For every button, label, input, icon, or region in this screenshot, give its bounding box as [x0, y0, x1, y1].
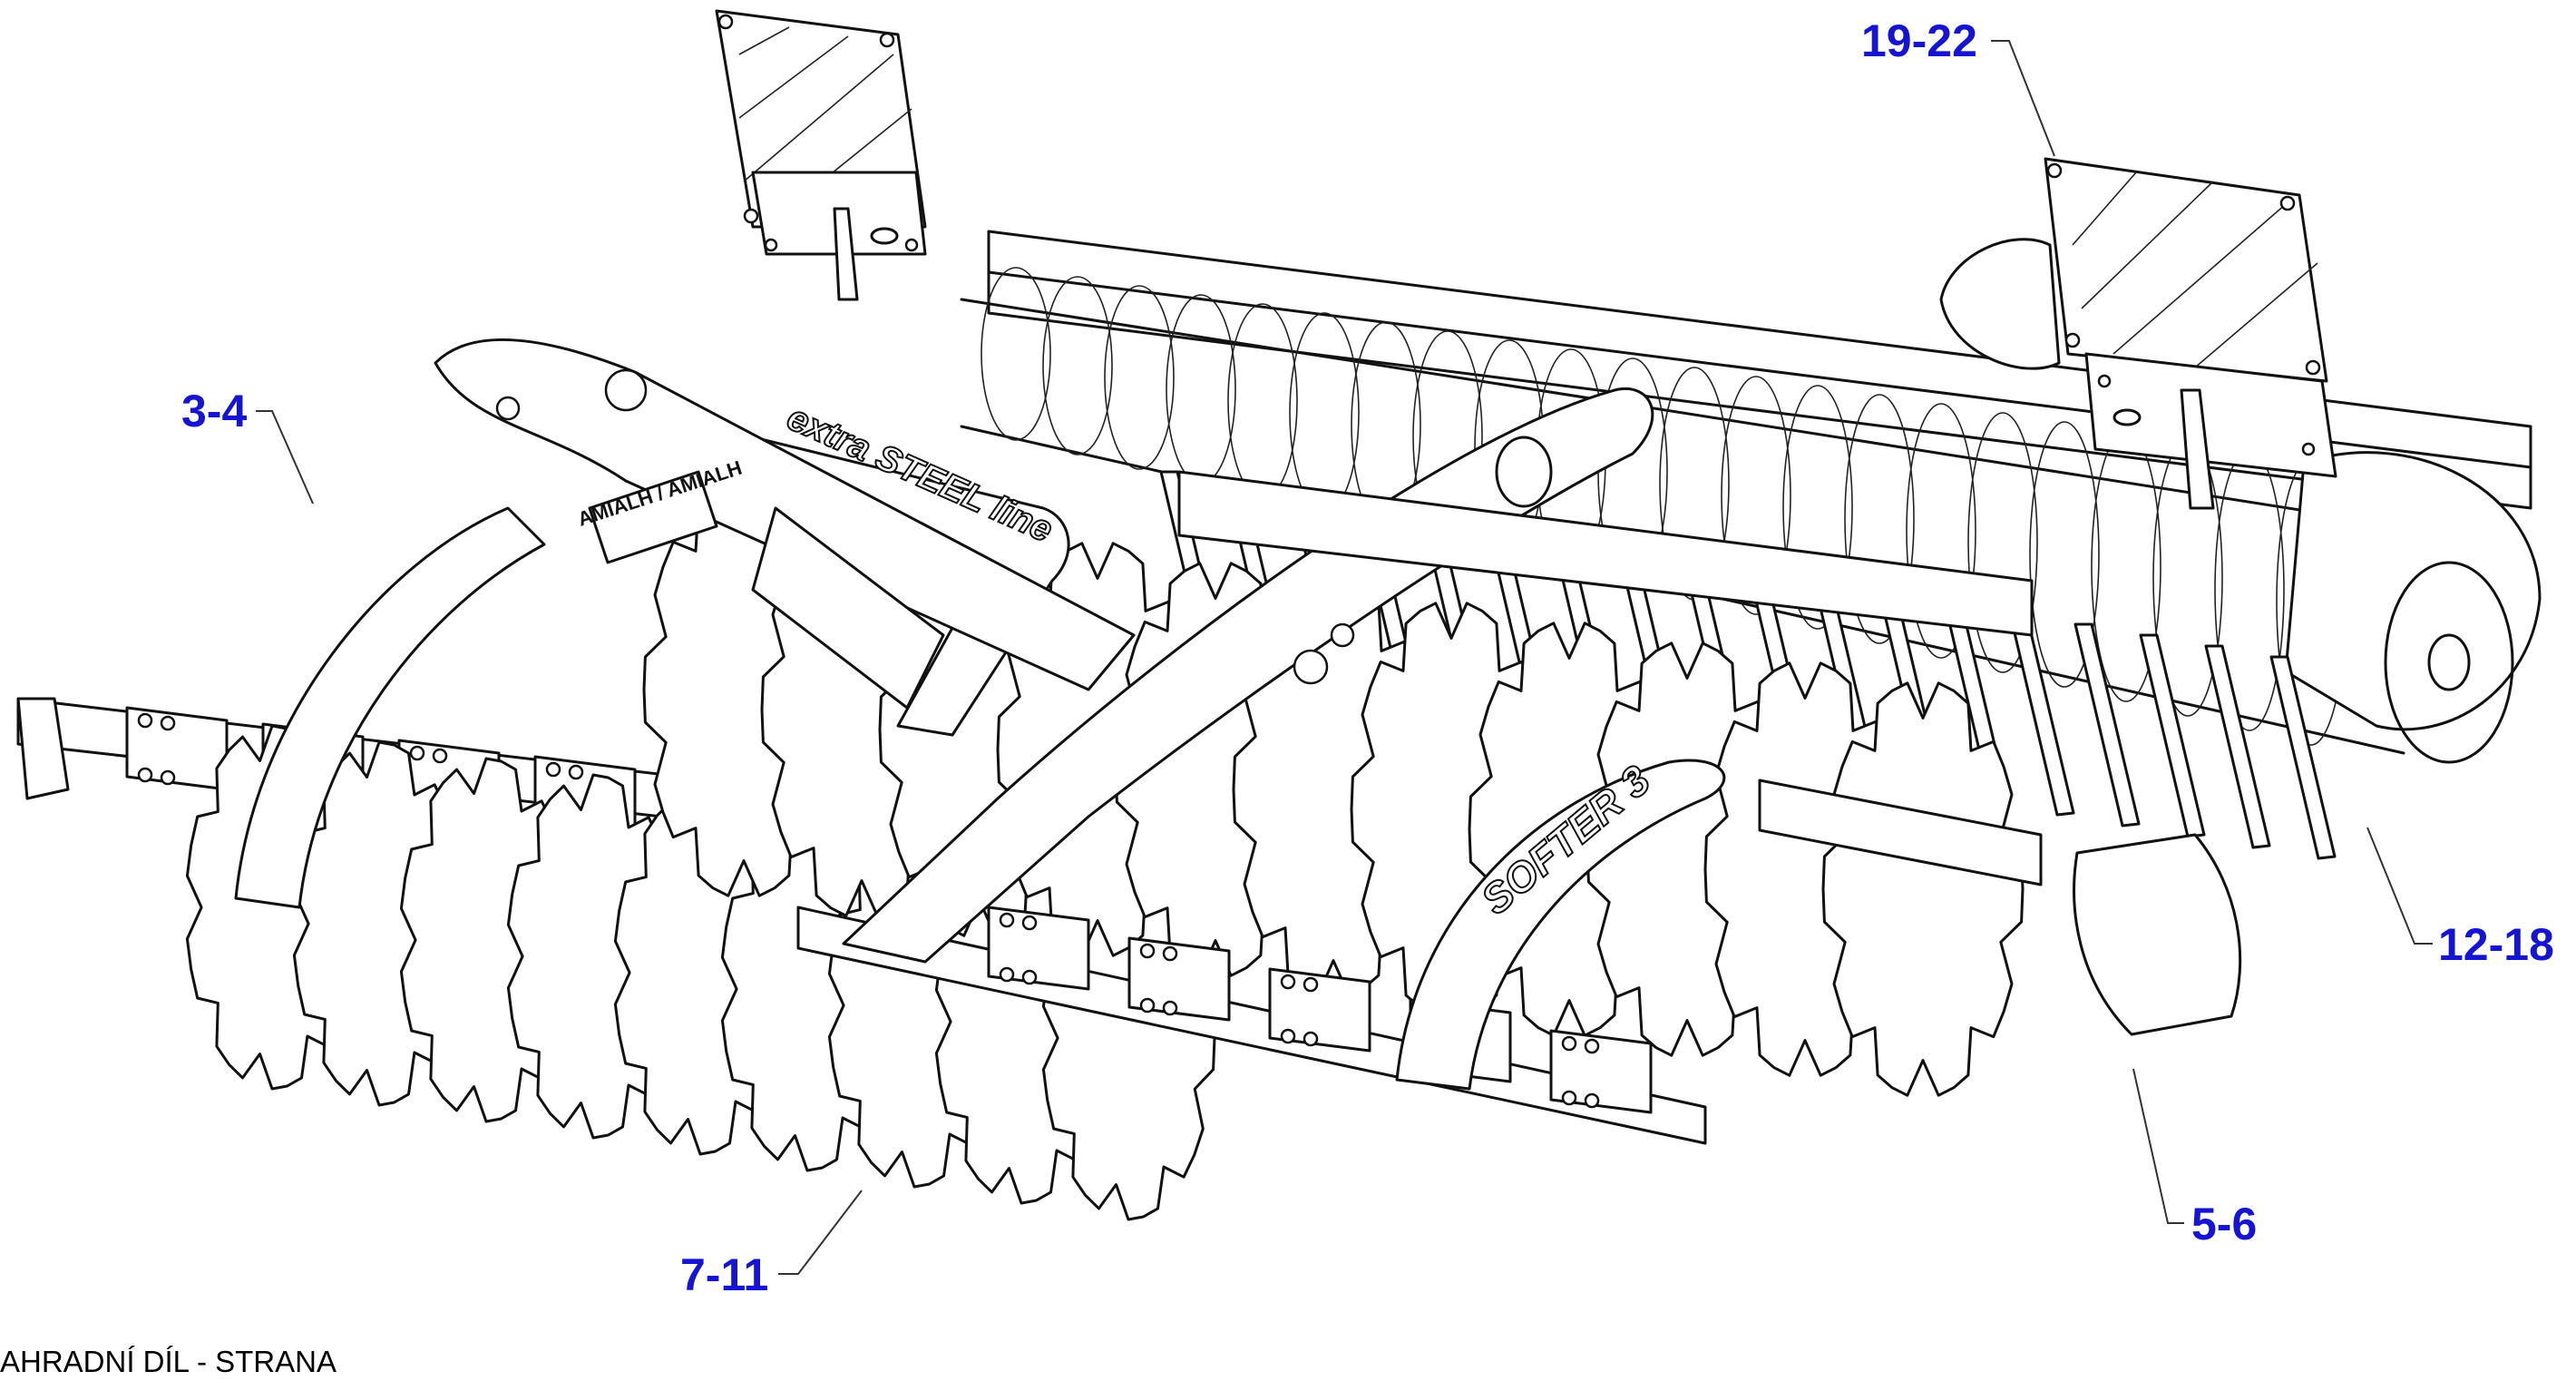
hub-bearing	[1549, 1029, 1653, 1114]
hub-bolt	[1584, 1038, 1600, 1054]
scraper-tine	[2139, 633, 2206, 838]
hub-bearing	[1268, 967, 1371, 1053]
hub-bolt	[160, 769, 176, 786]
callout-12-18[interactable]: 12-18	[2438, 919, 2554, 970]
hub-bolt	[1162, 945, 1178, 962]
hub-bolt	[1303, 1031, 1319, 1047]
warning-plate-right	[1939, 157, 2337, 510]
hub-bolt	[1139, 943, 1156, 959]
hub-bolt	[1303, 976, 1319, 993]
hub-bolt	[432, 748, 448, 764]
leader-7-11	[778, 1190, 863, 1275]
hub-bolt	[1561, 1035, 1577, 1052]
hub-bolt	[409, 745, 425, 761]
upper-arch-beam	[842, 387, 2034, 964]
hub-bolt	[568, 764, 584, 780]
hub-bolt	[545, 761, 561, 778]
hub-bolt	[1584, 1092, 1600, 1109]
hub-bolt	[999, 966, 1015, 983]
hub-bolt	[1162, 1000, 1178, 1016]
roller-ring	[1721, 376, 1791, 615]
warning-plate-left	[715, 9, 927, 301]
page-caption: AHRADNÍ DÍL - STRANA	[0, 1345, 337, 1378]
scraper-tine	[2008, 612, 2075, 817]
leader-lines	[256, 40, 2433, 1275]
hub-bolt	[999, 912, 1015, 928]
hub-bolt	[1280, 1028, 1296, 1044]
scraper-tine	[2073, 622, 2141, 828]
hub-bolt	[1021, 915, 1038, 931]
softer-arch	[234, 506, 1726, 1091]
roller-ring	[1844, 394, 1915, 644]
hub-bolt	[160, 715, 176, 731]
callout-3-4[interactable]: 3-4	[181, 386, 247, 436]
hub-bolt	[1021, 969, 1038, 985]
roller-ring	[1042, 276, 1113, 455]
scraper-tine	[2269, 655, 2337, 860]
leader-3-4	[256, 410, 314, 504]
leader-19-22	[1991, 40, 2055, 157]
notched-disc	[1821, 681, 2025, 1097]
hub-bearing	[987, 906, 1090, 991]
hub-bolt	[1561, 1090, 1577, 1106]
hub-bolt	[1139, 997, 1156, 1014]
hub-bearing	[1127, 936, 1231, 1022]
callout-19-22[interactable]: 19-22	[1861, 15, 1977, 66]
main-drawbar	[434, 338, 1136, 737]
roller-ring	[2029, 421, 2100, 688]
roller-ring	[981, 267, 1051, 441]
leader-5-6	[2132, 1068, 2184, 1224]
roller-ring	[1782, 385, 1853, 630]
scraper-tine	[2204, 644, 2271, 849]
roller-ring	[1967, 412, 2038, 673]
hub-bolt	[1280, 974, 1296, 990]
roller-ring	[1906, 403, 1976, 659]
hub-bolt	[137, 767, 153, 783]
callout-5-6[interactable]: 5-6	[2191, 1199, 2257, 1249]
leader-12-18	[2366, 827, 2433, 945]
callout-7-11[interactable]: 7-11	[680, 1249, 768, 1300]
hub-bolt	[137, 712, 153, 729]
roller-ring	[1104, 285, 1175, 470]
